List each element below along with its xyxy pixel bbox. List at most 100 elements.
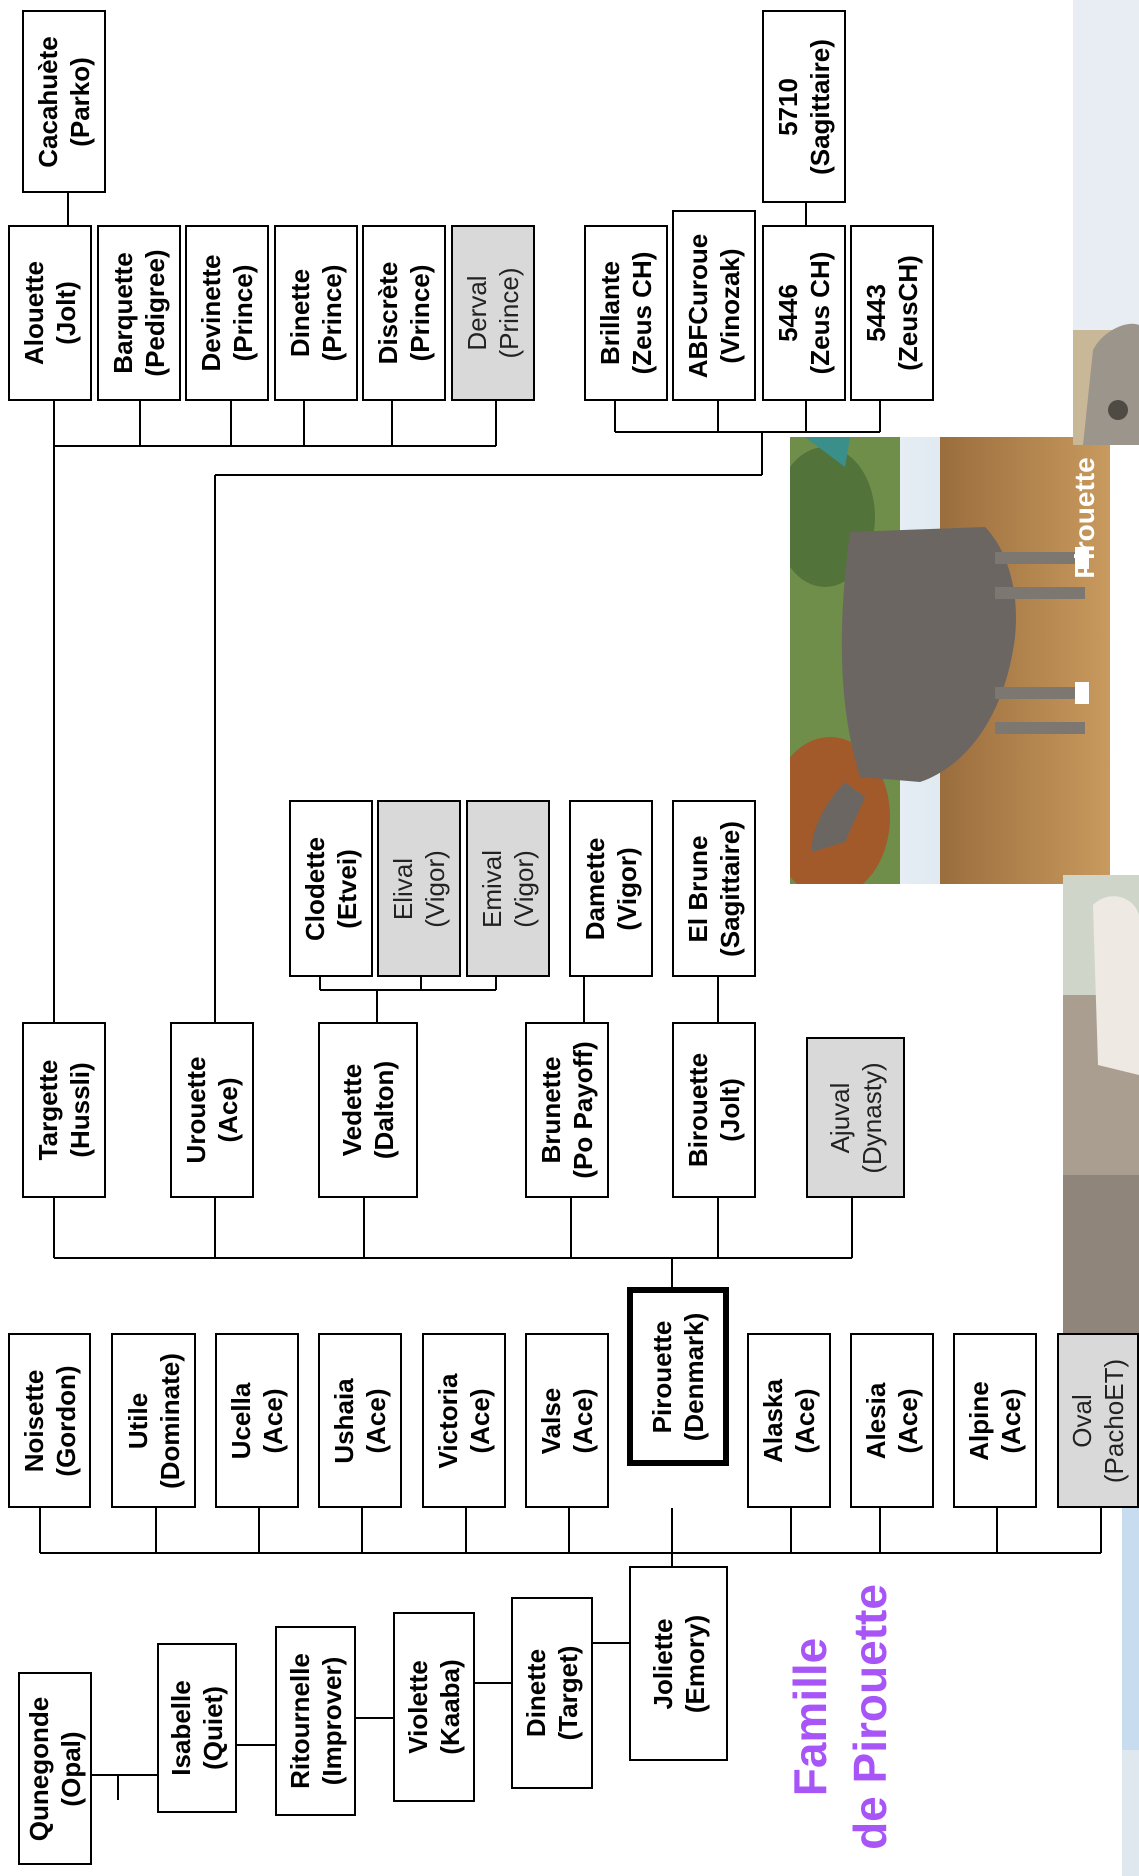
node-name: Emival [477,849,507,928]
node-name: Victoria [433,1373,463,1468]
node-alouette[interactable]: Alouette(Jolt) [8,225,92,401]
node-sire: (Zeus CH) [627,251,657,375]
node-sire: (Vigor) [509,849,539,928]
node-clodette[interactable]: Clodette(Etvei) [289,800,373,977]
node-noisette[interactable]: Noisette(Gordon) [8,1333,91,1508]
node-abfcuroue[interactable]: ABFCuroue(Vinozak) [672,210,756,401]
node-5710[interactable]: 5710(Sagittaire) [762,10,846,203]
node-sire: (Zeus CH) [805,251,835,375]
photo-caption: Pirouette [1069,457,1100,579]
node-5443[interactable]: 5443(ZeusCH) [850,225,934,401]
node-isabelle[interactable]: Isabelle(Quiet) [157,1643,237,1813]
node-sire: (Vinozak) [715,247,745,364]
node-name: Dinette [521,1648,551,1738]
node-name: Barquette [108,252,138,374]
node-name: Dinette [285,268,315,358]
node-name: Ushaia [329,1377,359,1464]
node-name: Isabelle [166,1680,196,1776]
node-5446[interactable]: 5446(Zeus CH) [762,225,846,401]
node-targette[interactable]: Targette(Hussli) [22,1022,106,1198]
node-name: Ritournelle [284,1653,315,1789]
node-ajuval[interactable]: Ajuval(Dynasty) [806,1037,905,1198]
node-alesia[interactable]: Alesia(Ace) [850,1333,934,1508]
node-sire: (Po Payoff) [568,1041,598,1179]
node-name: Brunette [536,1056,566,1164]
node-sire: (Etvei) [332,848,362,929]
node-name: Alaska [758,1378,788,1463]
node-name: Joliette [647,1617,678,1710]
node-dinette-prince[interactable]: Dinette(Prince) [274,225,358,401]
node-brunette[interactable]: Brunette(Po Payoff) [525,1022,609,1198]
node-name: Alesia [861,1382,891,1459]
node-sire: (Jolt) [51,281,81,345]
node-brillante[interactable]: Brillante(Zeus CH) [584,225,668,401]
node-sire: (Jolt) [715,1078,745,1142]
node-sire: (Parko) [65,56,95,147]
node-dinette-target[interactable]: Dinette(Target) [511,1597,593,1789]
node-birouette[interactable]: Birouette(Jolt) [672,1022,756,1198]
node-sire: (ZeusCH) [893,255,923,371]
node-name: Cacahuète [33,35,63,168]
node-name: Oval [1067,1393,1097,1448]
node-vedette[interactable]: Vedette(Dalton) [318,1022,418,1198]
node-joliette[interactable]: Joliette(Emory) [629,1566,728,1761]
node-name: Valse [536,1387,566,1454]
node-sire: (Target) [553,1645,583,1741]
node-elbrune[interactable]: El Brune(Sagittaire) [672,800,756,977]
node-sire: (Gordon) [50,1364,81,1477]
node-name: Ajuval [824,1082,855,1153]
node-name: Noisette [18,1369,49,1472]
node-derval[interactable]: Derval(Prince) [451,225,535,401]
node-sire: (Denmark) [679,1312,709,1441]
photo-right-bottom [1122,1500,1139,1876]
node-alaska[interactable]: Alaska(Ace) [747,1333,831,1508]
node-sire: (Ace) [568,1387,598,1454]
node-sire: (Opal) [56,1730,86,1807]
node-sire: (Ace) [893,1387,923,1454]
photo-right-middle [1063,875,1139,1335]
node-sire: (Vigor) [612,846,642,931]
node-discrete[interactable]: Discrète(Prince) [362,225,446,401]
node-emival[interactable]: Emival(Vigor) [466,800,550,977]
node-oval[interactable]: Oval(PachoET) [1057,1333,1139,1508]
node-name: Alouette [19,261,49,365]
node-alpine[interactable]: Alpine(Ace) [953,1333,1037,1508]
node-valse[interactable]: Valse(Ace) [525,1333,609,1508]
node-elival[interactable]: Elival(Vigor) [377,800,461,977]
node-cacahuete[interactable]: Cacahuète(Parko) [22,10,106,193]
node-quenegonde[interactable]: Qunegonde(Opal) [18,1672,92,1865]
node-sire: (PachoET) [1099,1358,1129,1483]
node-victoria[interactable]: Victoria(Ace) [422,1333,506,1508]
node-name: Alpine [964,1380,994,1461]
node-sire: (Sagittaire) [715,820,745,957]
node-name: Urouette [181,1056,211,1164]
node-ushaia[interactable]: Ushaia(Ace) [318,1333,402,1508]
node-sire: (Prince) [494,267,524,359]
node-utile[interactable]: Utile(Dominate) [111,1333,196,1508]
node-urouette[interactable]: Urouette(Ace) [170,1022,254,1198]
node-name: 5710 [773,77,803,136]
node-barquette[interactable]: Barquette(Pedigree) [97,225,181,401]
node-name: 5446 [773,284,803,342]
node-sire: (Ace) [258,1387,288,1454]
node-sire: (Hussli) [65,1062,95,1158]
node-name: Targette [33,1059,63,1161]
node-name: Brillante [595,260,625,366]
node-pirouette[interactable]: Pirouette(Denmark) [627,1287,729,1466]
node-ritournelle[interactable]: Ritournelle(Improver) [275,1626,356,1816]
node-devinette[interactable]: Devinette(Prince) [185,225,269,401]
node-name: Devinette [196,254,226,372]
node-ucella[interactable]: Ucella(Ace) [215,1333,299,1508]
node-sire: (Kaaba) [435,1659,465,1755]
node-name: Birouette [683,1052,713,1168]
node-damette[interactable]: Damette(Vigor) [569,800,653,977]
node-name: Utile [122,1392,153,1449]
node-sire: (Dominate) [154,1352,185,1489]
node-sire: (Ace) [790,1388,820,1454]
node-sire: (Pedigree) [140,249,170,377]
node-sire: (Dynasty) [856,1061,887,1174]
node-sire: (Improver) [316,1656,347,1786]
node-name: Qunegonde [24,1696,54,1841]
node-violette[interactable]: Violette(Kaaba) [393,1612,475,1802]
